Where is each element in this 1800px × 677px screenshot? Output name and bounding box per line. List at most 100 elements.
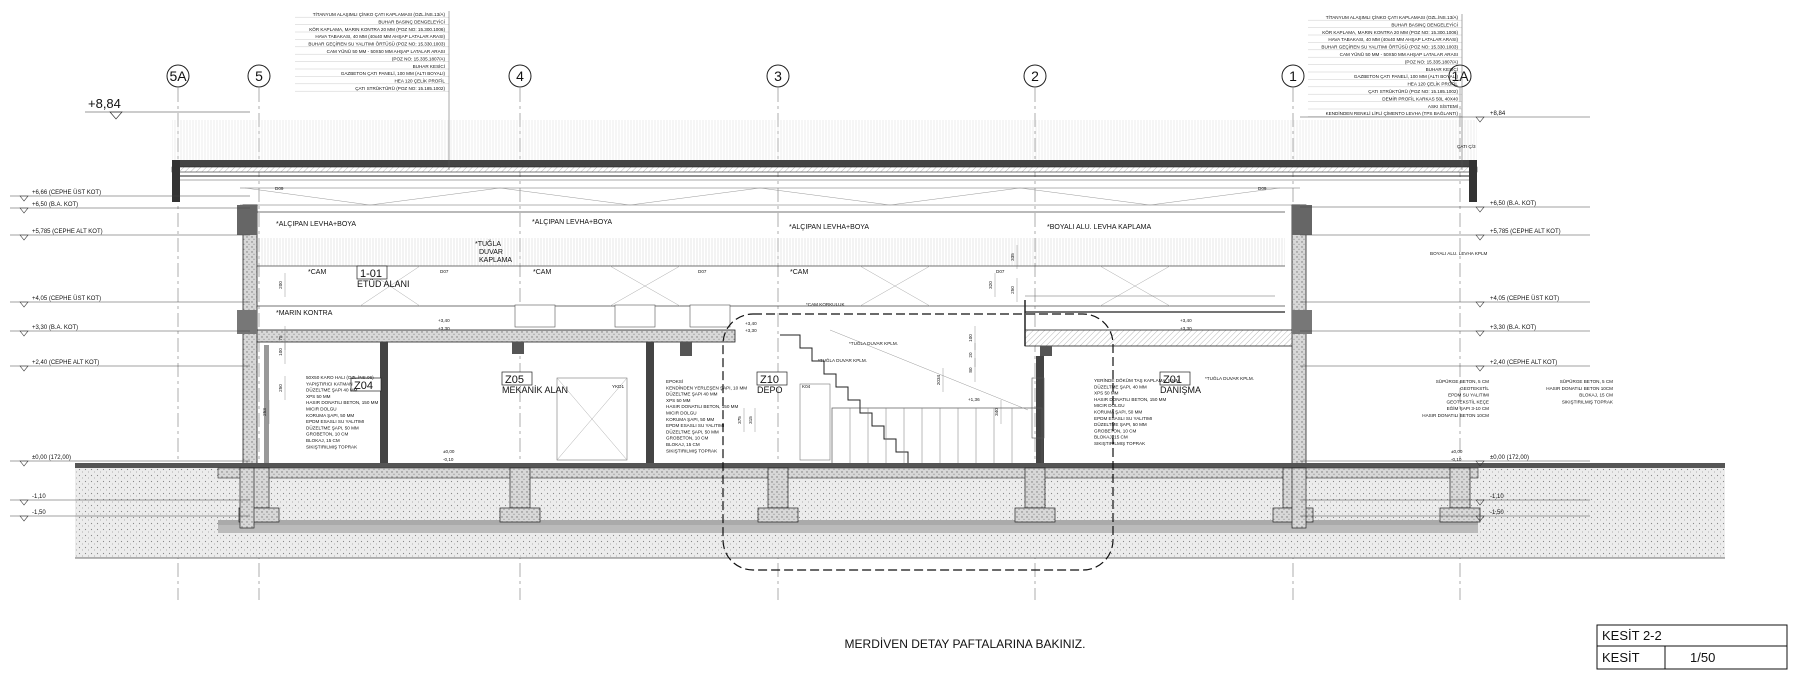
level-label: +6,66 (CEPHE ÜST KOT) — [32, 189, 101, 196]
roof-layer-label: BUHAR GEÇİREN SU YALITIMI ÖRTÜSÜ (POZ NO… — [308, 41, 445, 47]
slab-level-label: +3,40 — [1180, 318, 1192, 323]
axis-label: 5 — [255, 68, 263, 84]
axis-label: 1 — [1289, 68, 1297, 84]
material-note: *CAM — [790, 269, 808, 276]
title-type: KESİT — [1602, 650, 1640, 665]
level-label: -1,50 — [32, 510, 46, 516]
stair-note: MERDİVEN DETAY PAFTALARINA BAKINIZ. — [845, 637, 1086, 651]
roof-layer-label: HEA 120 ÇELİK PROFİL — [1407, 81, 1458, 87]
floor-layer-label: EPDM SU YALITIMI — [1448, 393, 1489, 398]
title-block: KESİT 2-2 KESİT 1/50 — [1596, 624, 1788, 670]
level-triangle — [1475, 206, 1485, 213]
dimension-value: 75 — [278, 335, 283, 341]
roof-note-right: ÇATI Ç/3 — [1457, 144, 1476, 149]
slab-level-label: +3,40 — [745, 321, 757, 326]
level-label: -1,10 — [32, 494, 46, 500]
axis-bubble — [247, 64, 271, 88]
footing-column — [1449, 467, 1471, 509]
axis-bubble — [166, 64, 190, 88]
axis-bubble — [1281, 64, 1305, 88]
level-triangle — [19, 207, 29, 214]
roof-layer-label: ÇATI STRÜKTÜRÜ (POZ NO: 15.185.1002) — [1368, 88, 1458, 94]
roof-layer-label: BUHAR BASINÇ DENGELEYİCİ — [378, 18, 445, 24]
level-triangle — [19, 301, 29, 308]
dimension-value: 320 — [988, 281, 993, 289]
floor-layer-label: DÜZELTME ŞAPI, 50 MM — [666, 428, 719, 434]
level-triangle — [19, 365, 29, 372]
axis-bubble — [1448, 64, 1472, 88]
floor-layer-label: BLOKAJ, 15 CM — [306, 438, 340, 443]
room-code: Z01 — [1163, 374, 1182, 386]
room-name: DEPO — [757, 385, 783, 395]
slab-level-label: ±0,00 — [1451, 449, 1463, 454]
axis-label: 5A — [169, 68, 187, 84]
floor-layer-label: MICIR DOLGU — [306, 407, 337, 412]
door-tag: D07 — [698, 269, 707, 274]
footing-column — [767, 467, 789, 509]
dimension-value: 375 — [737, 416, 742, 424]
roof-layer-label: GAZBETON ÇATI PANELİ, 100 MM (ALTI BOYAL… — [341, 70, 446, 76]
door-tag: D07 — [996, 269, 1005, 274]
material-note: *CAM KORKULUK — [806, 302, 845, 307]
floor-layer-label: EPDM ESASLI SU YALITIMI — [1094, 416, 1152, 421]
level-triangle — [1475, 365, 1485, 372]
material-note: *TUĞLA — [475, 239, 501, 248]
material-note: *TUĞLA DUVAR KPLM. — [1205, 375, 1254, 381]
floor-layer-label: HASIR DONATILI BETON, 150 MM — [306, 400, 378, 405]
material-note: *TUĞLA DUVAR KPLM. — [818, 357, 867, 363]
top-level-marker: +8,84 — [85, 96, 250, 120]
roof-layer-label: KÖR KAPLAMA, MARIN KONTRA 20 MM (POZ NO:… — [1322, 29, 1458, 35]
room-code: Z04 — [354, 380, 373, 392]
floor-layer-label: SIKIŞTIRILMIŞ TOPRAK — [1562, 399, 1614, 404]
roof-layer-callout-left: TİTANYUM ALAŞIMLI ÇİNKO ÇATI KAPLAMASI (… — [295, 11, 450, 170]
level-triangle — [1475, 330, 1485, 337]
slab-level-label: +1,36 — [968, 397, 980, 402]
level-label: +6,50 (B.A. KOT) — [1490, 201, 1536, 207]
level-label: +5,785 (CEPHE ALT KOT) — [1490, 229, 1561, 235]
room-name: DANIŞMA — [1160, 385, 1201, 395]
room-code: Z05 — [505, 374, 524, 386]
level-label: +3,30 (B.A. KOT) — [1490, 325, 1536, 331]
material-note: *ALÇIPAN LEVHA+BOYA — [276, 221, 356, 228]
dimension-value: 80 — [968, 367, 973, 373]
slab-level-label: -0,10 — [443, 457, 454, 462]
level-triangle — [19, 460, 29, 467]
room-tag-box — [501, 371, 533, 386]
room-tag-box — [756, 371, 788, 386]
level-triangle — [1475, 515, 1485, 522]
door-tag: D09 — [1258, 186, 1267, 191]
material-note: DUVAR — [479, 249, 503, 256]
material-notes: *ALÇIPAN LEVHA+BOYA*ALÇIPAN LEVHA+BOYA*A… — [276, 219, 1488, 381]
roof-layer-label: TİTANYUM ALAŞIMLI ÇİNKO ÇATI KAPLAMASI (… — [313, 11, 446, 17]
material-note: KAPLAMA — [479, 257, 512, 264]
dimension-value: 100 — [278, 348, 283, 356]
ground-walls — [264, 329, 1045, 467]
axis-bubble — [766, 64, 790, 88]
level-label: +2,40 (CEPHE ALT KOT) — [32, 360, 99, 366]
floor-layer-label: KORUMA ŞAPI, 50 MM — [306, 413, 354, 418]
roof-layer-label: BUHAR KESİCİ — [413, 63, 445, 69]
footing-edge — [239, 467, 255, 529]
right-level-markers: +8,84+6,50 (B.A. KOT)+5,785 (CEPHE ALT K… — [1300, 111, 1590, 522]
floor-layer-label: XPS 50 MM — [666, 398, 691, 403]
level-label: +3,30 (B.A. KOT) — [32, 325, 78, 331]
room-tag-box — [356, 265, 388, 280]
floor-layer-label: GEOTEKSTİL KEÇE — [1447, 398, 1489, 404]
floor-layer-label: SÜPÜRGE BETON, 5 CM — [1436, 378, 1489, 384]
roof-layer-label: KENDİNDEN RENKLİ LİFLİ ÇİMENTO LEVHA (TP… — [1326, 110, 1459, 116]
floor-layer-label: KORUMA ŞAPI, 50 MM — [1094, 410, 1142, 415]
floor-layer-label: YAPIŞTIRICI KATMAN — [306, 381, 353, 386]
floor-layer-label: MICIR DOLGU — [666, 411, 697, 416]
roof-layer-label: HEA 120 ÇELİK PROFİL — [394, 78, 445, 84]
axis-label: 2 — [1031, 68, 1039, 84]
floor-layer-label: DÜZELTME ŞAPI, 40 MM — [1094, 383, 1147, 389]
floor-layer-label: SÜPÜRGE BETON, 5 CM — [1560, 378, 1613, 384]
dimension-value: 250 — [278, 384, 283, 392]
roof-layer-label: ASKI SİSTEMİ — [1428, 103, 1458, 109]
title-sheet: KESİT 2-2 — [1602, 628, 1662, 643]
footing-pad — [757, 507, 799, 523]
dimension-value: 2034 — [936, 374, 941, 385]
level-label: +4,05 (CEPHE ÜST KOT) — [32, 295, 101, 302]
